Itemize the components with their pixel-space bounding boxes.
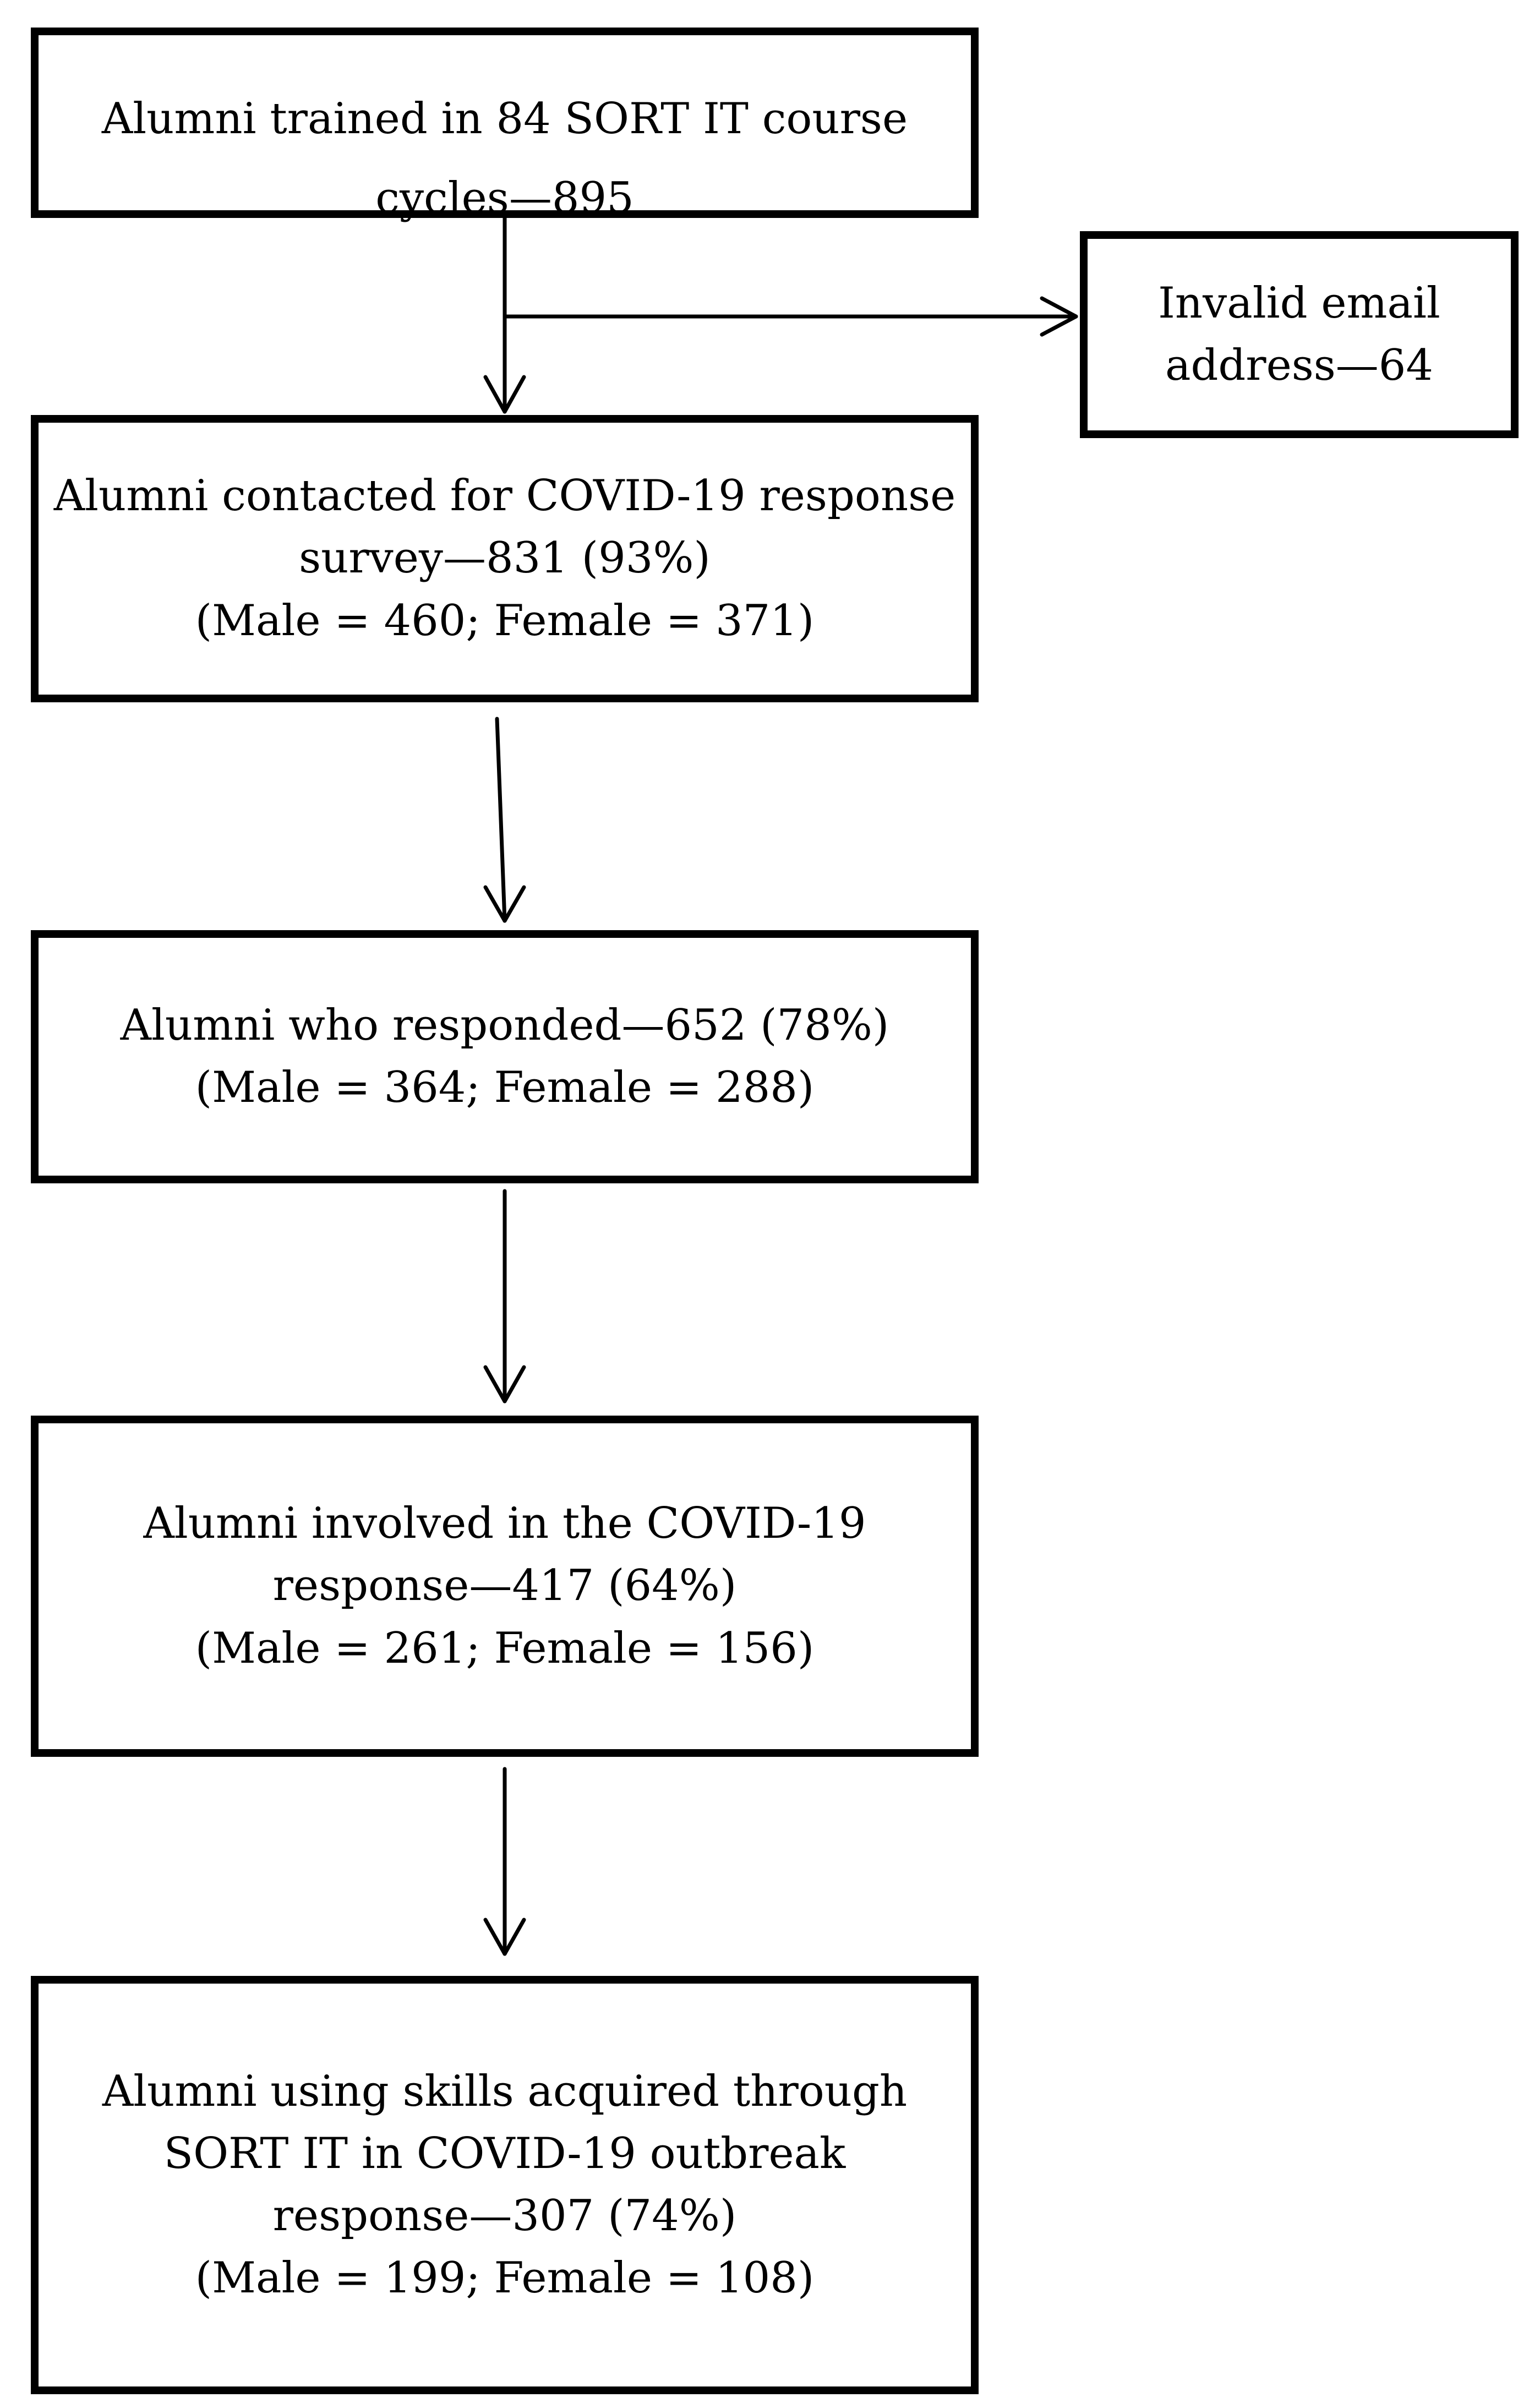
box-alumni-using-skills-line4: (Male = 199; Female = 108) [195, 2253, 815, 2303]
box-alumni-responded-line1: Alumni who responded—652 (78%) [120, 1000, 889, 1050]
box-invalid-email: Invalid email address—64 [1080, 231, 1519, 438]
box-alumni-trained-line2: cycles—895 [375, 173, 634, 223]
box-alumni-trained: Alumni trained in 84 SORT IT course cycl… [31, 28, 979, 223]
arrowhead-invalid [1040, 296, 1078, 337]
box-alumni-contacted-line2: survey—831 (93%) [299, 533, 711, 583]
box-alumni-trained-line1: Alumni trained in 84 SORT IT course [101, 94, 908, 144]
arrowhead-contacted [483, 375, 526, 414]
box-alumni-contacted: Alumni contacted for COVID-19 response s… [31, 415, 979, 702]
box-alumni-using-skills-line2: SORT IT in COVID-19 outbreak [163, 2128, 846, 2178]
box-alumni-using-skills: Alumni using skills acquired through SOR… [31, 1976, 979, 2394]
box-alumni-involved: Alumni involved in the COVID-19 response… [31, 1416, 979, 1757]
arrowhead-using-skills [483, 1918, 526, 1956]
arrowhead-responded [483, 885, 526, 923]
box-alumni-involved-line2: response—417 (64%) [272, 1561, 737, 1611]
box-alumni-responded: Alumni who responded—652 (78%) (Male = 3… [31, 930, 979, 1183]
box-invalid-email-line2: address—64 [1165, 341, 1434, 390]
arrowhead-involved [483, 1365, 526, 1403]
box-alumni-using-skills-line3: response—307 (74%) [272, 2191, 737, 2241]
box-alumni-contacted-line3: (Male = 460; Female = 371) [195, 596, 815, 646]
box-alumni-involved-line1: Alumni involved in the COVID-19 [143, 1499, 866, 1549]
box-alumni-involved-line3: (Male = 261; Female = 156) [195, 1623, 815, 1673]
box-alumni-using-skills-line1: Alumni using skills acquired through [102, 2066, 908, 2116]
box-alumni-contacted-line1: Alumni contacted for COVID-19 response [53, 471, 956, 521]
box-invalid-email-line1: Invalid email [1158, 278, 1440, 328]
arrow-contacted-to-responded [495, 717, 507, 923]
box-alumni-responded-line2: (Male = 364; Female = 288) [195, 1063, 815, 1112]
